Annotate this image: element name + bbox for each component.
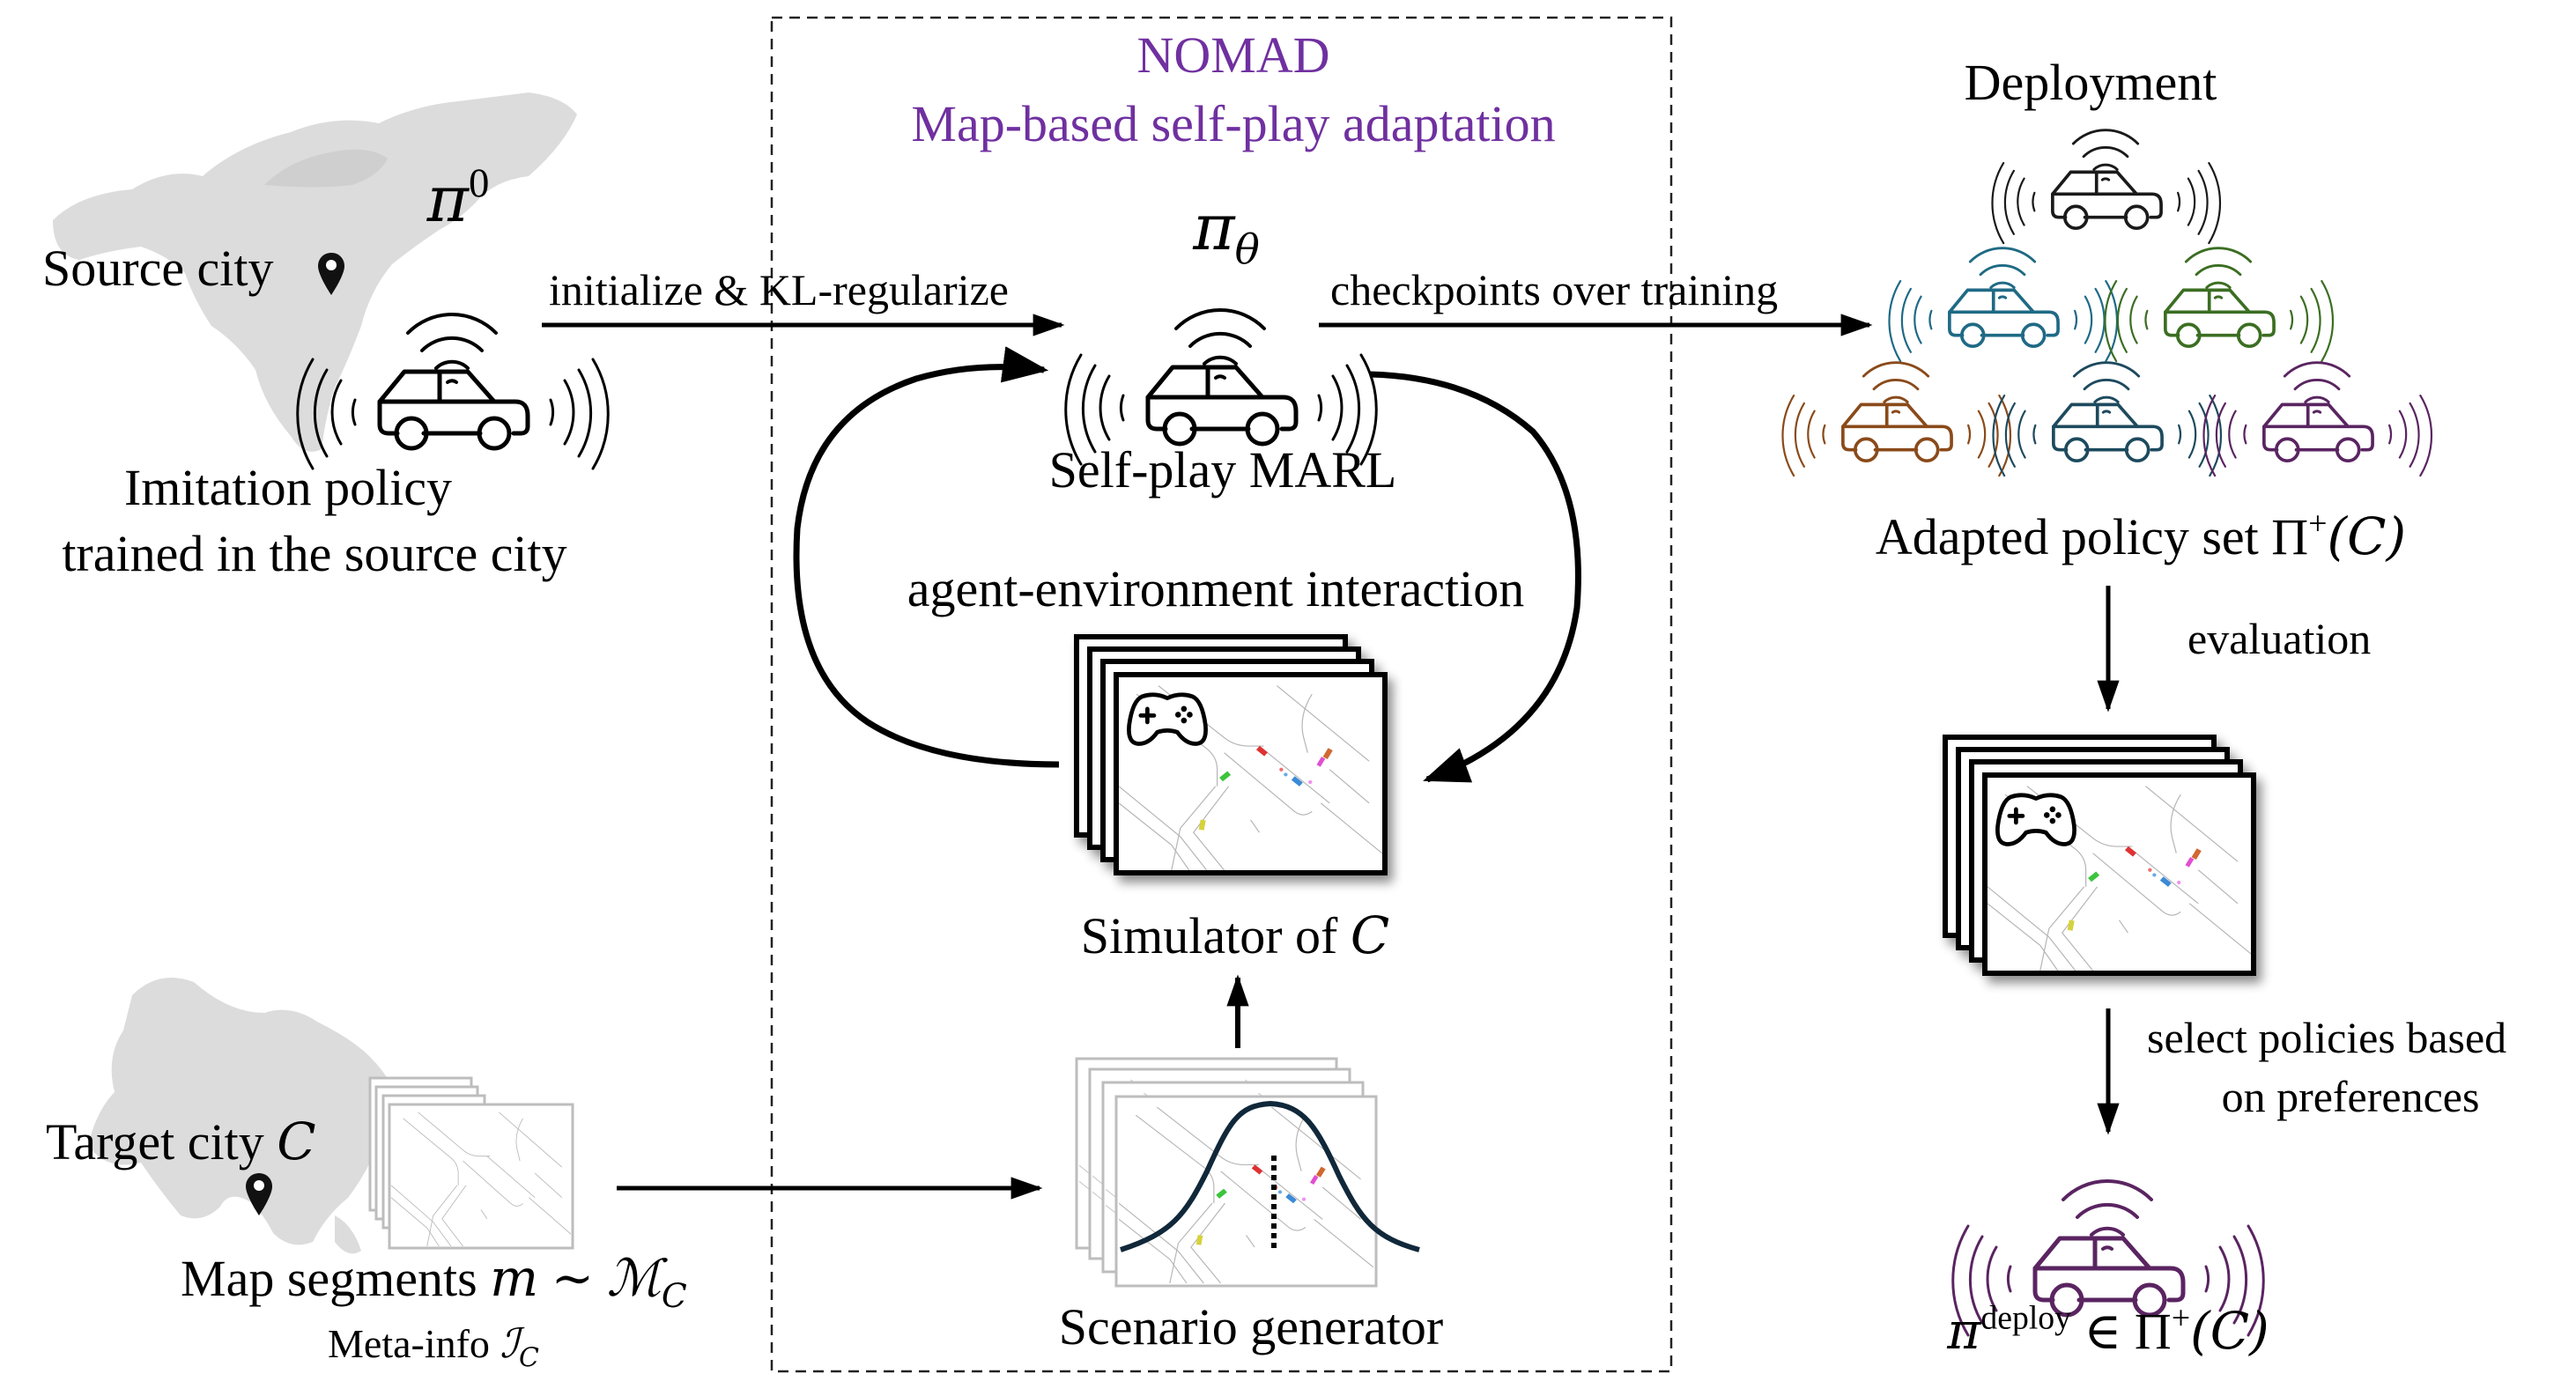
nomad-title: NOMAD (1136, 26, 1330, 84)
init-arrow-label: initialize & KL-regularize (549, 265, 1009, 314)
checkpoints-arrow-label: checkpoints over training (1330, 265, 1779, 314)
simulator-stack (1074, 634, 1388, 875)
scenario-label: Scenario generator (1058, 1298, 1444, 1355)
adapted-policy-car-icon (2103, 246, 2335, 363)
simulator-label: Simulator of C (1080, 905, 1390, 965)
source-city-label: Source city (42, 240, 274, 297)
loop-label: agent-environment interaction (907, 560, 1525, 617)
adapted-policy-car-icon (1887, 246, 2119, 363)
nomad-dashed-box (770, 16, 1673, 1373)
select-label-line1: select policies based (2147, 1013, 2507, 1062)
loop-arrow-left (793, 346, 1060, 768)
self-play-policy-symbol: πθ (1193, 190, 1260, 275)
map-segments-label: Map segments m ∼ ℳC (181, 1248, 687, 1316)
north-america-map-icon (53, 92, 577, 452)
loop-arrow-right (1369, 371, 1581, 783)
select-label-line2: on preferences (2221, 1072, 2480, 1121)
source-policy-symbol: π0 (426, 159, 490, 236)
asia-map-icon (88, 978, 405, 1254)
adapted-policy-set (1780, 128, 2433, 477)
deployed-policy-label: πdeploy ∈ Π+(C) (1947, 1299, 2269, 1361)
adapted-policy-set-label: Adapted policy set Π+(C) (1875, 505, 2407, 566)
map-segments-stack (368, 1076, 574, 1250)
adapted-policy-car-icon (1780, 360, 2012, 477)
deployment-title: Deployment (1964, 54, 2217, 111)
meta-info-label: Meta-info ℐC (328, 1319, 539, 1374)
source-caption-line2: trained in the source city (62, 525, 567, 582)
source-caption-line1: Imitation policy (123, 459, 453, 516)
adapted-policy-car-icon (1991, 360, 2223, 477)
gaussian-curve-icon (1120, 1100, 1420, 1252)
evaluation-stack (1943, 735, 2256, 976)
self-play-label: Self-play MARL (1048, 441, 1397, 499)
adapted-policy-car-icon (2202, 360, 2433, 477)
target-city-label: Target city C (46, 1112, 316, 1171)
nomad-subtitle: Map-based self-play adaptation (911, 95, 1556, 152)
scenario-stack (1075, 1057, 1420, 1288)
adapted-policy-car-icon (1990, 128, 2222, 245)
evaluation-label: evaluation (2187, 614, 2372, 663)
